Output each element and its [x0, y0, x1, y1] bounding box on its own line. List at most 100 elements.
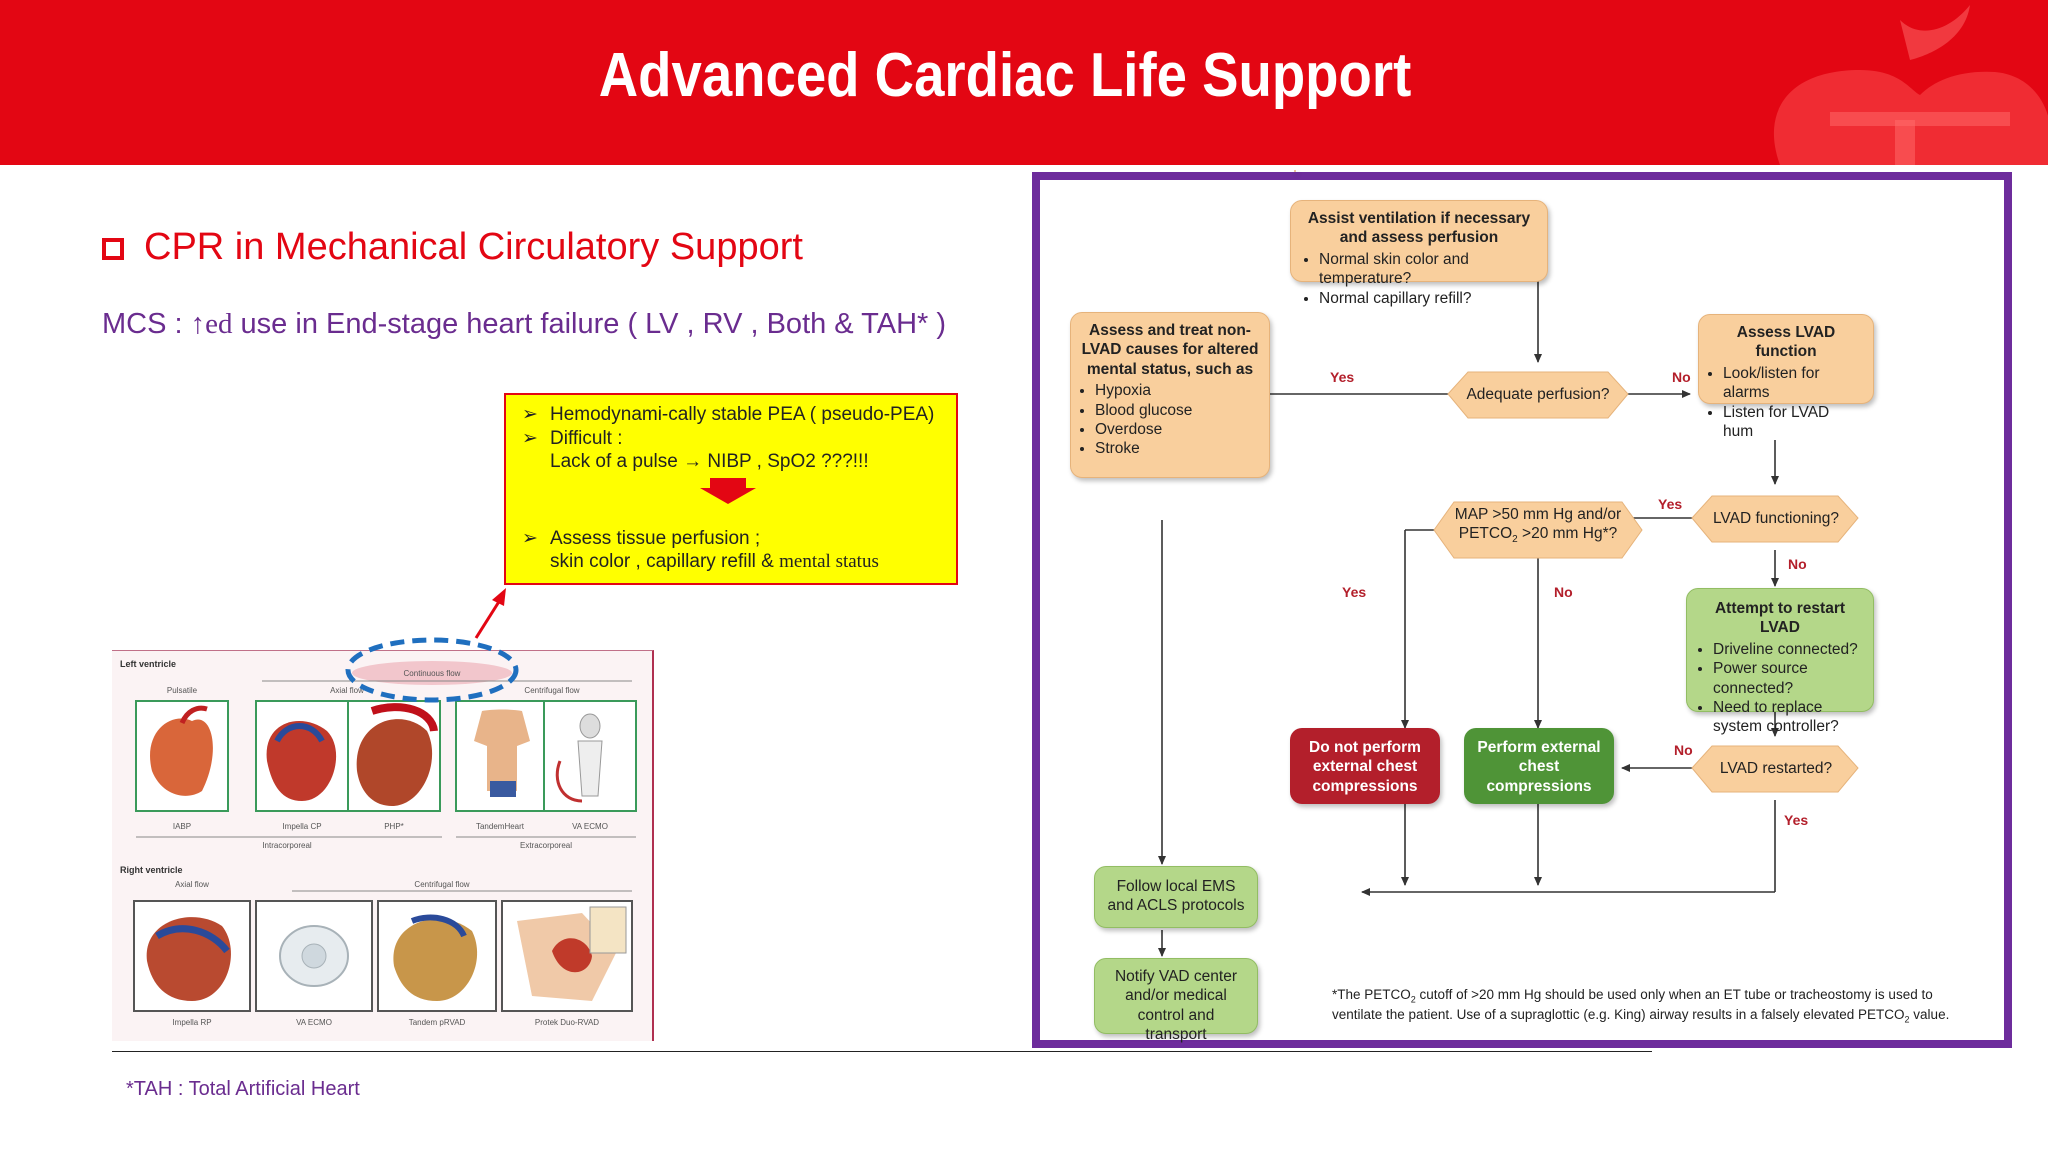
follow-protocols-box: Follow local EMS and ACLS protocols	[1094, 866, 1258, 928]
footnote-part: *The PETCO	[1332, 987, 1411, 1002]
map-label: MAP >50 mm Hg and/or PETCO2 >20 mm Hg*?	[1454, 505, 1622, 547]
callout-line-3: Lack of a pulse → NIBP , SpO2 ???!!!	[550, 451, 869, 472]
extracorporeal-label: Extracorporeal	[520, 841, 572, 850]
map-line-1: MAP >50 mm Hg and/or	[1454, 506, 1622, 523]
prvad-heart-icon	[393, 918, 478, 1001]
pointer-arrow-line	[474, 599, 502, 639]
continuous-flow-pill	[352, 661, 512, 685]
callout-line-5a: skin color , capillary refill &	[550, 551, 780, 572]
va-ecmo-rv-label: VA ECMO	[296, 1018, 332, 1027]
arrow-bullet-icon: ➢	[522, 404, 538, 425]
map-decision	[1433, 501, 1643, 559]
non-lvad-title: Assess and treat non-LVAD causes for alt…	[1081, 322, 1259, 378]
map-line-2: PETCO2 >20 mm Hg*?	[1454, 524, 1622, 547]
lvad-functioning-decision	[1691, 495, 1859, 543]
iabp-heart-icon	[150, 718, 213, 796]
assist-item: Normal capillary refill?	[1319, 289, 1535, 308]
protek-duo-label: Protek Duo-RVAD	[535, 1018, 599, 1027]
perform-compressions-box: Perform external chest compressions	[1464, 728, 1614, 804]
php-label: PHP*	[384, 822, 404, 831]
left-ventricle-label: Left ventricle	[120, 659, 176, 669]
intracorporeal-label: Intracorporeal	[262, 841, 312, 850]
tandem-prvad-label: Tandem pRVAD	[409, 1018, 466, 1027]
increase-arrow-text: ↑ed	[190, 308, 233, 340]
highlight-ellipse	[345, 637, 519, 703]
heart-torch-logo-icon	[1773, 5, 2048, 165]
flowchart-footnote: *The PETCO2 cutoff of >20 mm Hg should b…	[1332, 986, 1982, 1027]
callout-line-4: Assess tissue perfusion ;	[550, 528, 761, 549]
lvad-flowchart: Assist ventilation if necessary and asse…	[1032, 170, 2012, 1048]
no-label: No	[1674, 742, 1693, 758]
restart-item: Power source connected?	[1713, 659, 1861, 698]
header-banner: Advanced Cardiac Life Support	[0, 0, 2048, 165]
map-petco: PETCO	[1458, 525, 1513, 543]
assess-lvad-title: Assess LVAD function	[1736, 324, 1836, 361]
non-lvad-causes-box: Assess and treat non-LVAD causes for alt…	[1070, 312, 1270, 478]
mcs-device-figure: Left ventricle Continuous flow Pulsatile…	[112, 650, 654, 1041]
flowchart-connectors	[1158, 280, 1859, 957]
map-threshold: >20 mm Hg*?	[1517, 525, 1618, 543]
notify-vad-box: Notify VAD center and/or medical control…	[1094, 958, 1258, 1043]
lvad-item: Look/listen for alarms	[1723, 364, 1863, 403]
impella-rp-label: Impella RP	[172, 1018, 211, 1027]
no-label: No	[1788, 556, 1807, 572]
right-ventricle-label: Right ventricle	[120, 865, 183, 875]
restart-item: Driveline connected?	[1713, 640, 1861, 659]
cause-item: Hypoxia	[1095, 381, 1259, 400]
assess-lvad-box: Assess LVAD function Look/listen for ala…	[1698, 314, 1874, 440]
axial-flow-rv-label: Axial flow	[175, 880, 209, 889]
mcs-rest: use in End-stage heart failure ( LV , RV…	[232, 308, 947, 340]
assist-item: Normal skin color and temperature?	[1319, 250, 1535, 289]
footnote-part: cutoff of >20 mm Hg should be used only …	[1332, 987, 1933, 1023]
callout-line-1: Hemodynami-cally stable PEA ( pseudo-PEA…	[550, 404, 935, 425]
assist-ventilation-title: Assist ventilation if necessary and asse…	[1307, 210, 1531, 247]
adequate-perfusion-decision	[1447, 371, 1629, 419]
no-label: No	[1554, 584, 1573, 600]
yes-label: Yes	[1658, 496, 1683, 512]
footnote-sub: 2	[1410, 994, 1416, 1005]
callout-line-2: Difficult :	[550, 428, 623, 449]
tandemheart-label: TandemHeart	[476, 822, 525, 831]
callout-line-5b: mental status	[779, 551, 879, 572]
pointer-arrowhead-icon	[492, 588, 506, 606]
restart-lvad-title: Attempt to restart LVAD	[1714, 600, 1846, 637]
lvad-functioning-label: LVAD functioning?	[1712, 510, 1840, 527]
yes-label: Yes	[1784, 812, 1809, 828]
down-arrow-icon	[700, 478, 756, 504]
lvad-restarted-label: LVAD restarted?	[1719, 760, 1833, 777]
no-label: No	[1672, 369, 1691, 385]
assist-ventilation-box: Assist ventilation if necessary and asse…	[1290, 200, 1548, 307]
impella-cp-label: Impella CP	[282, 822, 321, 831]
footnote-part: value.	[1909, 1007, 1950, 1023]
axial-flow-label: Axial flow	[330, 686, 364, 695]
arrow-bullet-icon: ➢	[522, 528, 538, 549]
yes-label: Yes	[1342, 584, 1367, 600]
section-heading-text: CPR in Mechanical Circulatory Support	[144, 226, 803, 268]
iabp-label: IABP	[173, 822, 191, 831]
php-heart-icon	[356, 719, 433, 806]
arrow-bullet-icon: ➢	[522, 428, 538, 449]
lvad-restarted-decision	[1691, 745, 1859, 793]
cause-item: Overdose	[1095, 420, 1259, 439]
pulsatile-label: Pulsatile	[167, 686, 198, 695]
yes-label: Yes	[1330, 369, 1355, 385]
cause-item: Blood glucose	[1095, 401, 1259, 420]
lvad-item: Listen for LVAD hum	[1723, 403, 1863, 442]
cause-item: Stroke	[1095, 439, 1259, 458]
torso-icon	[474, 709, 530, 791]
tah-footnote: *TAH : Total Artificial Heart	[126, 1078, 360, 1100]
mcs-figure-graphic: Left ventricle Continuous flow Pulsatile…	[120, 659, 637, 1027]
checkbox-bullet-icon	[102, 237, 124, 260]
footer-divider	[112, 1051, 1652, 1052]
restart-item: Need to replace system controller?	[1713, 698, 1861, 737]
centrifugal-flow-rv-label: Centrifugal flow	[414, 880, 469, 889]
section-heading: CPR in Mechanical Circulatory Support	[102, 226, 803, 269]
do-not-compress-box: Do not perform external chest compressio…	[1290, 728, 1440, 804]
centrifugal-flow-label: Centrifugal flow	[524, 686, 579, 695]
adequate-perfusion-label: Adequate perfusion?	[1466, 386, 1610, 403]
continuous-flow-label: Continuous flow	[404, 669, 461, 678]
footnote-sub: 2	[1904, 1015, 1910, 1026]
restart-lvad-box: Attempt to restart LVAD Driveline connec…	[1686, 588, 1874, 735]
mcs-description: MCS : ↑ed use in End-stage heart failure…	[102, 308, 946, 341]
